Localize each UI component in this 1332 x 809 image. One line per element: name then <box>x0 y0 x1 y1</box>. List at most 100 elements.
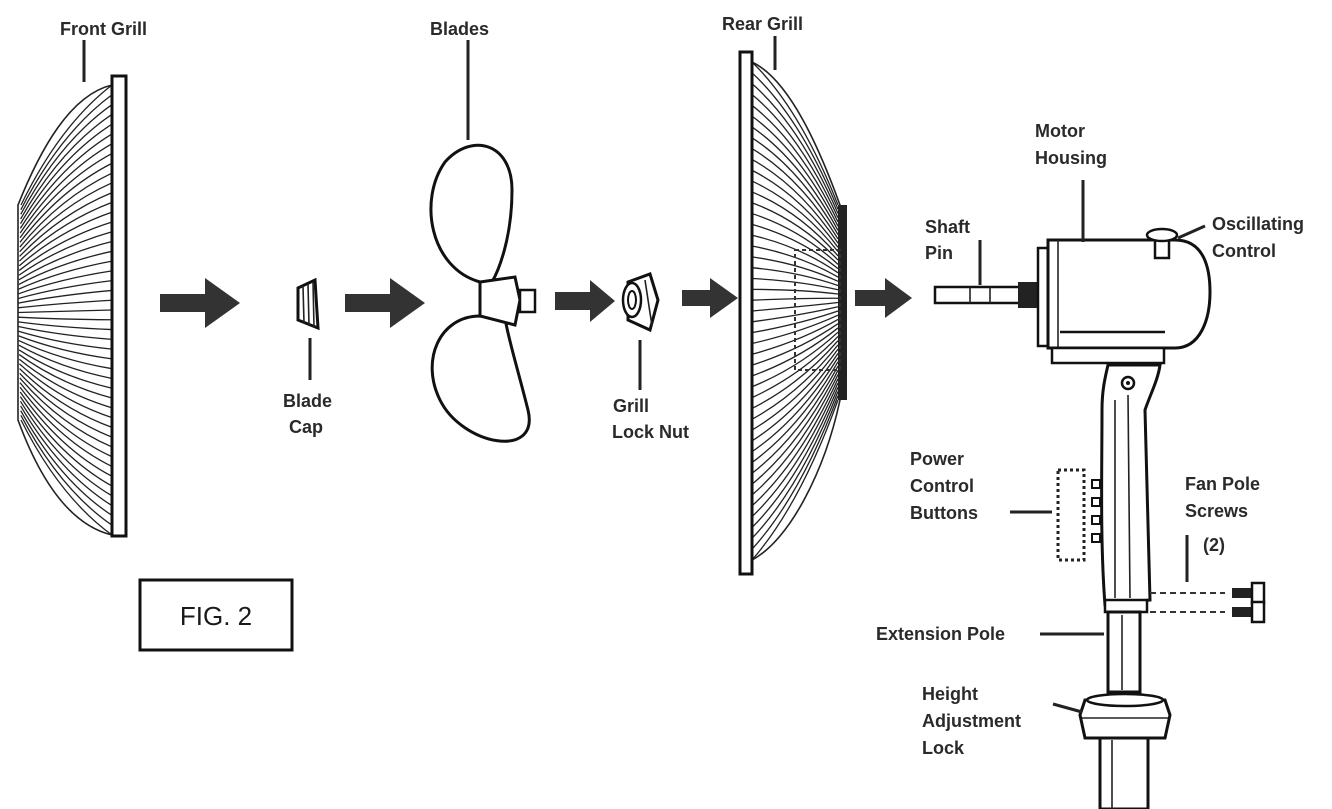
blades-label: Blades <box>430 19 489 39</box>
grill-wire <box>20 104 113 215</box>
grill-wire <box>751 370 839 485</box>
front-grill <box>17 74 128 538</box>
motor-housing-label-line2: Housing <box>1035 148 1107 168</box>
fan-pole-screws-label-line2: Screws <box>1185 501 1248 521</box>
front-grill-wires <box>17 84 113 536</box>
grill-wire <box>19 386 113 468</box>
grill-wire <box>20 410 113 516</box>
oscillating-control-knob <box>1145 227 1179 260</box>
arrow-1 <box>160 278 240 328</box>
power-buttons-label-line1: Power <box>910 449 964 469</box>
extension-pole <box>1103 598 1149 694</box>
rear-grill-label: Rear Grill <box>722 14 803 34</box>
grill-wire <box>18 354 113 399</box>
grill-wire <box>751 61 839 206</box>
grill-wire <box>751 314 839 345</box>
grill-wire <box>751 256 839 282</box>
grill-wire <box>751 180 839 253</box>
blade-cap-label-line2: Cap <box>289 417 323 437</box>
rear-grill <box>738 50 847 576</box>
grill-wire <box>751 335 839 399</box>
grill-wire <box>18 325 113 340</box>
assembly-arrows <box>160 278 912 328</box>
grill-wire <box>751 378 839 507</box>
height-lock-label-line1: Height <box>922 684 978 704</box>
grill-wire <box>751 348 839 431</box>
grill-wire <box>18 240 113 281</box>
grill-wire <box>19 391 113 477</box>
grill-wire <box>18 211 113 267</box>
grill-wire <box>20 94 113 210</box>
grill-lock-nut-label-line1: Grill <box>613 396 649 416</box>
oscillating-control-label-line1: Oscillating <box>1212 214 1304 234</box>
grill-wire <box>18 250 113 286</box>
fan-pole-screws <box>1150 581 1266 624</box>
grill-wire <box>18 316 113 321</box>
grill-wire <box>18 201 113 262</box>
grill-wire <box>19 192 113 257</box>
grill-wire <box>20 84 113 206</box>
oscillating-control-label-line2: Control <box>1212 241 1276 261</box>
grill-wire <box>19 152 113 239</box>
rear-grill-wires <box>751 61 839 561</box>
grill-wire <box>751 191 839 257</box>
shaft-pin-label-line2: Pin <box>925 243 953 263</box>
grill-wire <box>19 123 113 225</box>
blade-cap <box>296 277 320 331</box>
grill-wire <box>18 344 113 380</box>
grill-wire <box>19 377 113 448</box>
grill-wire <box>751 169 839 248</box>
grill-wire <box>18 270 113 295</box>
grill-wire <box>18 358 113 409</box>
grill-wire <box>751 212 839 265</box>
blades <box>429 143 537 443</box>
height-lock-label-line2: Adjustment <box>922 711 1021 731</box>
front-grill-label: Front Grill <box>60 19 147 39</box>
grill-wire <box>18 231 113 276</box>
height-adjustment-lock <box>1078 692 1172 809</box>
grill-wire <box>19 363 113 419</box>
grill-wire <box>751 137 839 235</box>
blade-cap-label-line1: Blade <box>283 391 332 411</box>
grill-wire <box>19 133 113 229</box>
power-buttons-label-line3: Buttons <box>910 503 978 523</box>
grill-wire <box>18 321 113 331</box>
height-lock-label-line3: Lock <box>922 738 965 758</box>
grill-wire <box>18 289 113 304</box>
grill-wire <box>751 340 839 410</box>
power-buttons-label-line2: Control <box>910 476 974 496</box>
motor-housing-label-line1: Motor <box>1035 121 1085 141</box>
grill-wire <box>751 301 839 312</box>
grill-wire <box>751 306 839 323</box>
grill-wire <box>751 297 839 301</box>
fan-body <box>1056 363 1162 607</box>
grill-wire <box>751 115 839 227</box>
grill-wire <box>751 399 839 561</box>
grill-wire <box>751 93 839 218</box>
grill-wire <box>18 330 113 350</box>
grill-wire <box>19 368 113 429</box>
grill-wire <box>19 162 113 243</box>
shaft-pin-label-line1: Shaft <box>925 217 970 237</box>
grill-wire <box>751 72 839 210</box>
grill-wire <box>20 415 113 526</box>
grill-wire <box>19 382 113 458</box>
grill-wire <box>751 365 839 474</box>
grill-wire <box>751 126 839 231</box>
grill-wire <box>751 323 839 366</box>
grill-wire <box>19 143 113 234</box>
grill-wire <box>20 405 113 507</box>
grill-wire <box>751 158 839 244</box>
grill-wire <box>18 299 113 309</box>
grill-wire <box>751 267 839 287</box>
fan-pole-screws-label-line1: Fan Pole <box>1185 474 1260 494</box>
grill-wire <box>19 400 113 497</box>
grill-wire <box>19 172 113 248</box>
figure-label: FIG. 2 <box>180 601 252 631</box>
grill-wire <box>751 288 839 295</box>
grill-wire <box>751 318 839 355</box>
grill-wire <box>751 83 839 214</box>
grill-wire <box>18 349 113 389</box>
grill-wire <box>751 387 839 528</box>
grill-wire <box>751 391 839 539</box>
